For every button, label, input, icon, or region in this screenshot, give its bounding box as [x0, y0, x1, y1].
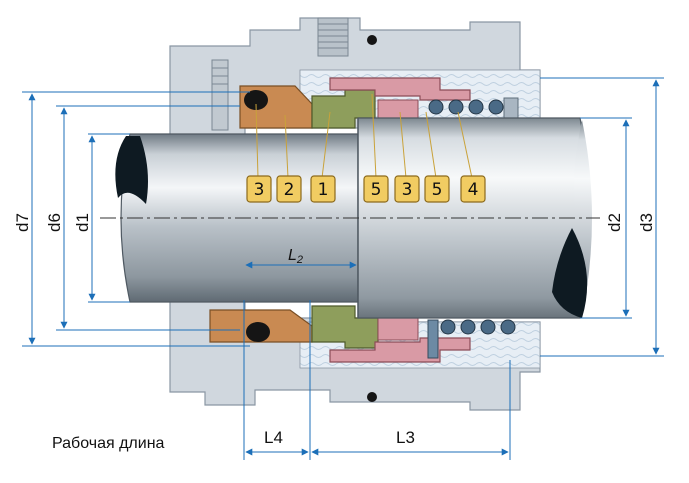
small-oring-top	[367, 35, 377, 45]
badge-part-5-a: 5	[363, 175, 389, 203]
small-oring-bottom	[367, 392, 377, 402]
dim-l3-label: L3	[396, 428, 415, 447]
dim-d2-label: d2	[605, 213, 624, 232]
dim-l2-label: L2	[288, 247, 303, 266]
leader-lines	[255, 93, 473, 179]
set-screw-top	[317, 17, 349, 57]
oring-seat-top	[244, 90, 268, 110]
dim-d6-label: d6	[45, 213, 64, 232]
dim-d1-label: d1	[73, 213, 92, 232]
svg-text:5: 5	[432, 180, 443, 200]
svg-text:4: 4	[468, 180, 479, 200]
svg-text:5: 5	[371, 180, 382, 200]
svg-text:2: 2	[284, 180, 295, 200]
spring-bottom	[440, 319, 516, 335]
spring-top	[428, 97, 519, 119]
part-badges: 3 2 1 5 3 5 4	[246, 175, 486, 203]
pin-left	[211, 59, 229, 131]
badge-part-1: 1	[310, 175, 336, 203]
svg-text:3: 3	[402, 180, 413, 200]
dim-d3-label: d3	[637, 213, 656, 232]
dimension-lines	[22, 77, 664, 460]
badge-part-5-b: 5	[424, 175, 450, 203]
dim-d7-label: d7	[13, 213, 32, 232]
working-length-caption: Рабочая длина	[52, 435, 165, 452]
badge-part-3: 3	[246, 175, 272, 203]
svg-text:1: 1	[318, 180, 329, 200]
badge-part-2: 2	[276, 175, 302, 203]
badge-part-3-b: 3	[394, 175, 420, 203]
svg-text:3: 3	[254, 180, 265, 200]
rotary-holder	[329, 77, 471, 363]
oring-seat-bottom	[246, 322, 270, 342]
badge-part-4: 4	[460, 175, 486, 203]
dim-l4-label: L4	[264, 428, 283, 447]
